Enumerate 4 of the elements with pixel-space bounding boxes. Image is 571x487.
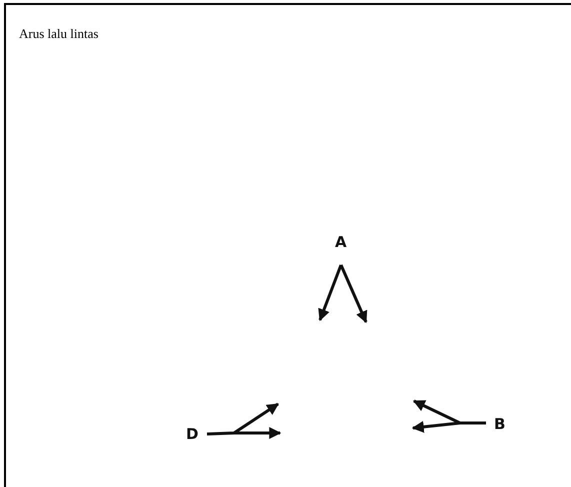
direction-label: D — [186, 426, 198, 442]
direction-label: B — [494, 416, 506, 432]
direction-label: A — [335, 234, 347, 250]
title: Arus lalu lintas — [19, 26, 98, 42]
